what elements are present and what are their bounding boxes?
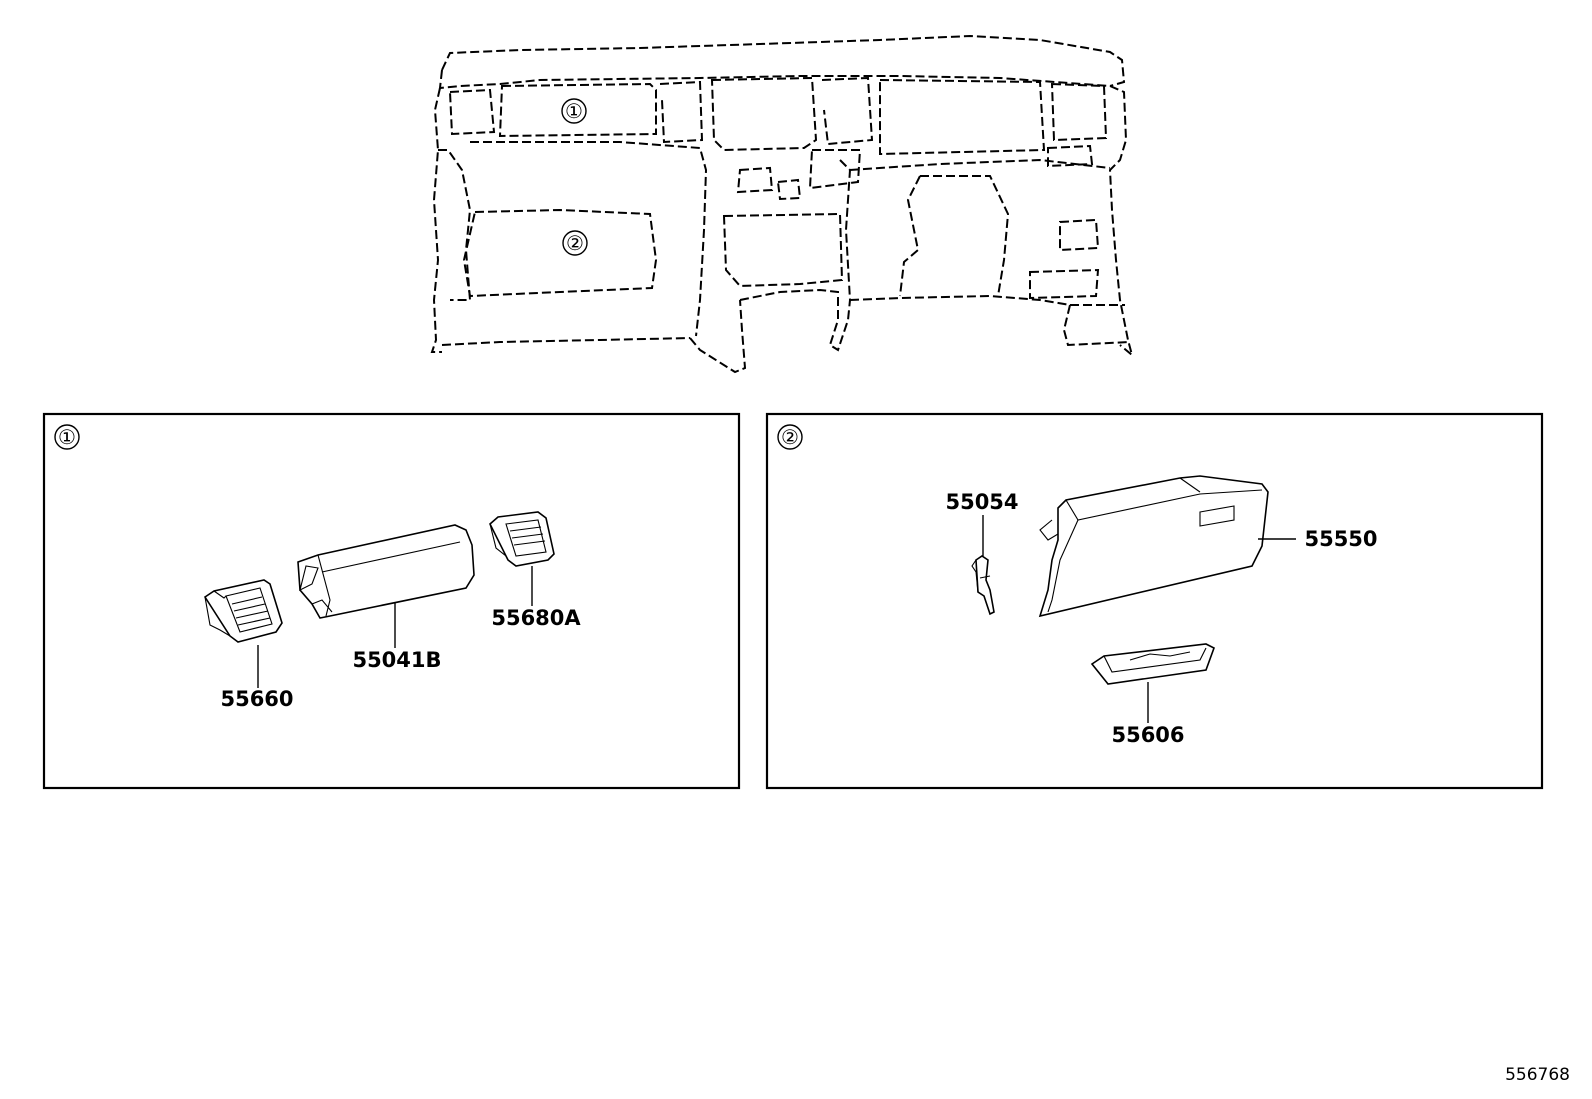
panel-2-ref: ②: [781, 425, 799, 449]
panel-1-ref: ①: [58, 425, 76, 449]
overview-ref-2: ②: [566, 231, 584, 255]
detail-panel-2: ② 55054 55550 55606: [765, 412, 1544, 790]
part-label-55606: 55606: [1111, 723, 1184, 747]
glove-box-door-drawing: [1038, 475, 1269, 618]
part-label-55680a: 55680A: [491, 606, 581, 630]
air-vent-left-drawing: [203, 579, 283, 643]
detail-panel-1: ① 55660 55041B 55680A: [42, 412, 741, 790]
air-vent-right-drawing: [489, 511, 555, 567]
glove-box-damper-drawing: [971, 555, 995, 616]
diagram-id: 556768: [1505, 1065, 1570, 1085]
center-panel-drawing: [297, 524, 475, 619]
part-label-55054: 55054: [945, 490, 1018, 514]
instrument-panel-overview: ① ②: [430, 34, 1134, 374]
glove-box-striker-drawing: [1090, 643, 1215, 685]
overview-ref-1: ①: [565, 99, 583, 123]
part-label-55660: 55660: [220, 687, 293, 711]
part-label-55041b: 55041B: [352, 648, 441, 672]
part-label-55550: 55550: [1304, 527, 1377, 551]
